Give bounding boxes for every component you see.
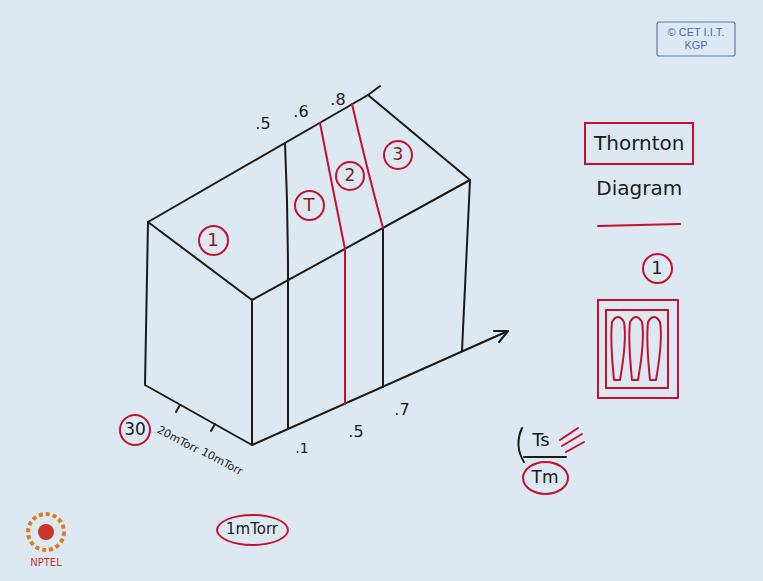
pressure-value: 10mTorr <box>199 446 245 478</box>
node-text: 1 <box>651 258 662 279</box>
node-text: 2 <box>345 166 356 186</box>
temp-ratio-value: .5 <box>348 423 363 441</box>
temp-ratio-value: .8 <box>330 91 345 109</box>
zone-circle: 1 <box>198 225 229 256</box>
temp-ratio-value: .1 <box>295 440 308 456</box>
zone-circle: 2 <box>335 161 365 191</box>
node-text: 30 <box>124 420 146 440</box>
zone-circle: 3 <box>383 140 413 170</box>
logo-text: NPTEL <box>30 557 62 569</box>
temp-ratio-value: .5 <box>255 115 270 133</box>
watermark: © CET I.I.T. KGP <box>659 26 733 51</box>
pressure-value: 20mTorr <box>155 424 201 456</box>
zone-circle: T <box>294 190 325 221</box>
substrate-temp: Ts <box>532 430 549 451</box>
node-text: Diagram <box>590 177 688 200</box>
node-text: T <box>304 195 315 216</box>
temp-ratio-value: .6 <box>293 103 308 121</box>
node-text: 1mTorr <box>226 521 278 538</box>
node-text: 3 <box>393 145 404 165</box>
node-text: Thornton <box>584 122 694 165</box>
node-text: 1 <box>207 230 218 251</box>
temp-ratio-value: .7 <box>394 401 409 419</box>
pressure-circle: 1mTorr <box>216 514 289 546</box>
node-text: Tm <box>532 468 559 488</box>
zone-circle: 1 <box>642 253 673 284</box>
pressure-circle: 30 <box>119 414 151 446</box>
melting-temp-circle: Tm <box>522 461 569 495</box>
title-box: ThorntonDiagram <box>584 122 694 200</box>
